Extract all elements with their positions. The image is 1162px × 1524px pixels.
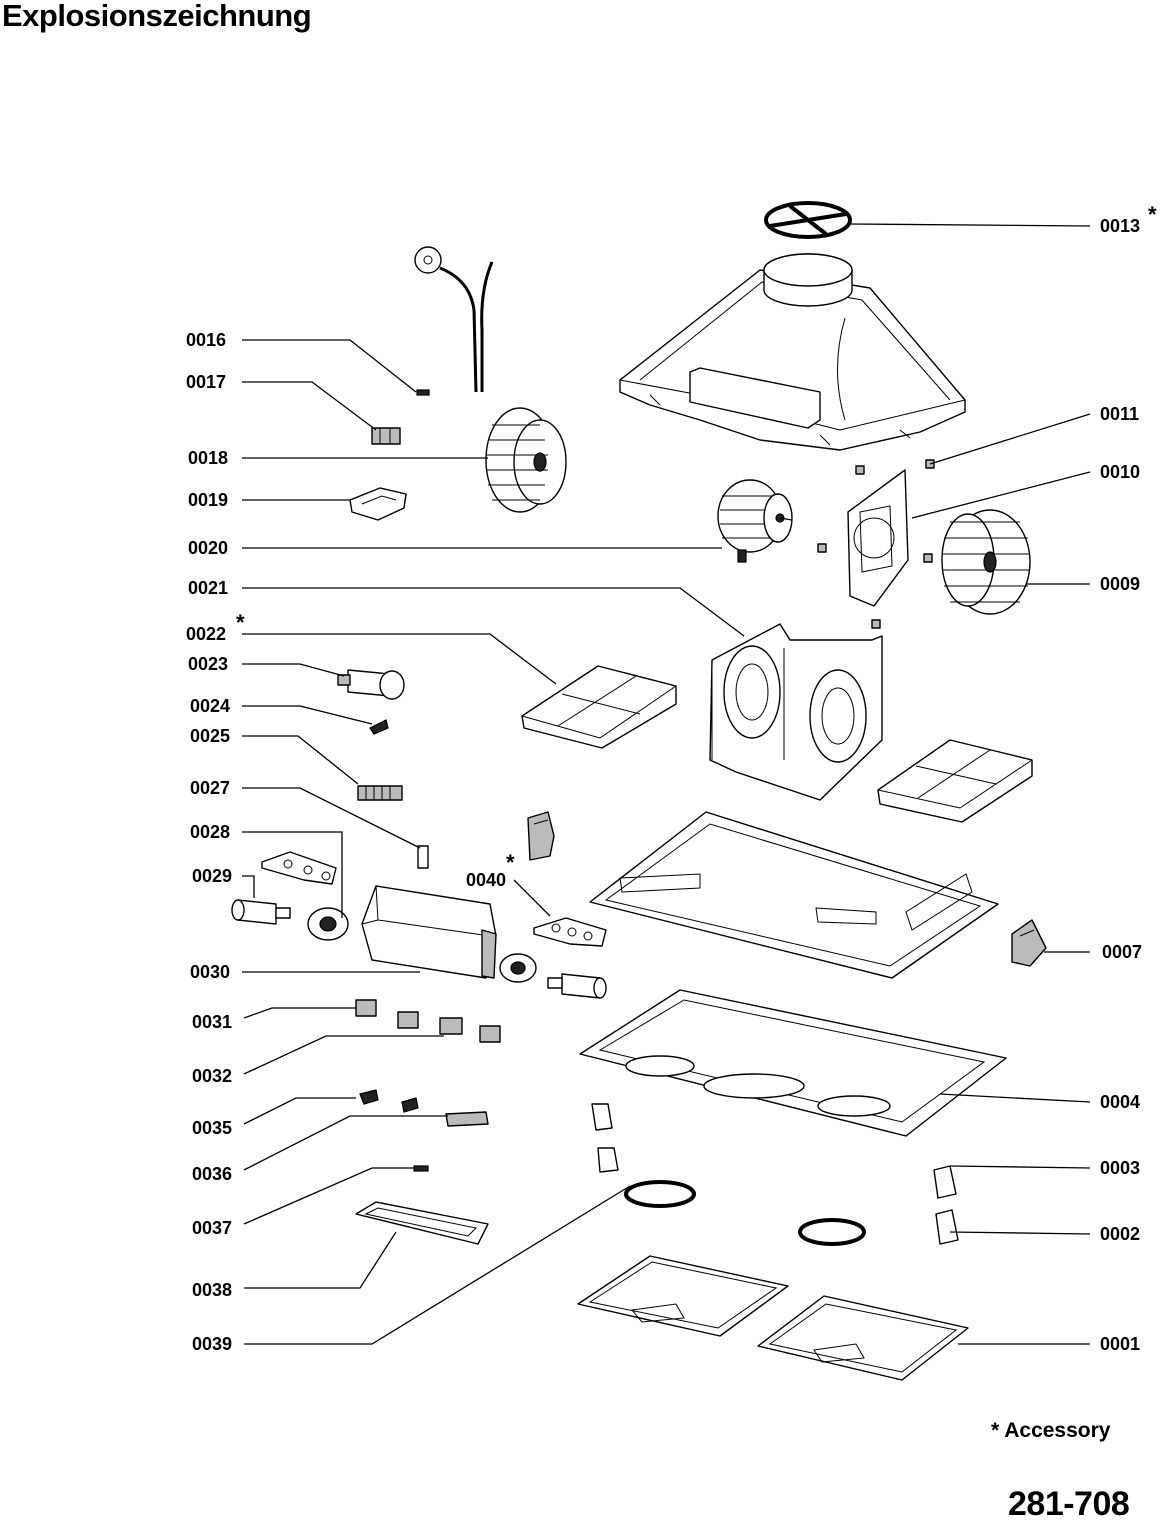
part-labels: 0013 * 0011 0010 0009 0007 0004 0003 000… xyxy=(186,202,1157,1354)
label-0028: 0028 xyxy=(190,822,230,842)
part-connector-block xyxy=(371,427,401,445)
label-0036: 0036 xyxy=(192,1164,232,1184)
part-lower-frame xyxy=(579,989,1007,1137)
label-0037: 0037 xyxy=(192,1218,232,1238)
label-0025: 0025 xyxy=(190,726,230,746)
label-0003: 0003 xyxy=(1100,1158,1140,1178)
part-power-cord xyxy=(414,246,494,393)
drawing-number: 281-708 xyxy=(1008,1485,1130,1523)
label-0009: 0009 xyxy=(1100,574,1140,594)
label-0023: 0023 xyxy=(188,654,228,674)
part-guide-brackets xyxy=(591,1103,959,1245)
part-switch-bracket xyxy=(527,811,555,861)
part-carbon-filter-accessory xyxy=(521,665,677,749)
label-0001: 0001 xyxy=(1100,1334,1140,1354)
accessory-note: * Accessory xyxy=(991,1419,1111,1442)
leader-lines xyxy=(242,223,1091,1345)
label-0038: 0038 xyxy=(192,1280,232,1300)
label-0022: 0022 xyxy=(186,624,226,644)
label-0004: 0004 xyxy=(1100,1092,1140,1112)
part-panel-frame xyxy=(589,811,999,979)
label-0018: 0018 xyxy=(188,448,228,468)
part-pin xyxy=(417,845,429,869)
label-0027: 0027 xyxy=(190,778,230,798)
label-0011: 0011 xyxy=(1100,404,1139,424)
part-clips xyxy=(359,1089,489,1172)
part-lamp-holder-left xyxy=(231,899,349,941)
part-switch-holder xyxy=(1011,919,1047,967)
part-control-box xyxy=(361,885,497,979)
part-switch-row xyxy=(355,999,501,1043)
part-carbon-filter-right xyxy=(877,739,1033,823)
part-terminal-block xyxy=(357,785,403,801)
accessory-mark-0022: * xyxy=(236,610,245,635)
label-0032: 0032 xyxy=(192,1066,232,1086)
label-0020: 0020 xyxy=(188,538,228,558)
label-0031: 0031 xyxy=(192,1012,232,1032)
label-0010: 0010 xyxy=(1100,462,1140,482)
label-0013: 0013 xyxy=(1100,216,1140,236)
part-grease-filters xyxy=(577,1255,969,1381)
part-blower-wheel-right xyxy=(941,509,1031,615)
accessory-mark-0040: * xyxy=(506,850,515,875)
label-0035: 0035 xyxy=(192,1118,232,1138)
part-lamp-holder-right xyxy=(499,953,607,999)
label-0007: 0007 xyxy=(1102,942,1142,962)
label-0016: 0016 xyxy=(186,330,226,350)
part-hood-body xyxy=(619,253,966,451)
label-0021: 0021 xyxy=(188,578,228,598)
part-bracket xyxy=(349,487,407,521)
part-motor-mounting-plate xyxy=(847,469,909,607)
label-0024: 0024 xyxy=(190,696,230,716)
part-motor xyxy=(717,479,793,563)
part-gasket-rings xyxy=(624,1180,866,1246)
label-0040: 0040 xyxy=(466,870,506,890)
part-lampholder-plate xyxy=(261,851,337,885)
label-0002: 0002 xyxy=(1100,1224,1140,1244)
part-grease-grid-ring xyxy=(764,201,852,239)
label-0019: 0019 xyxy=(188,490,228,510)
accessory-mark-0013: * xyxy=(1148,202,1157,227)
label-0030: 0030 xyxy=(190,962,230,982)
page-title: Explosionszeichnung xyxy=(2,0,312,33)
part-blower-housing xyxy=(709,623,883,801)
part-small-clip xyxy=(369,719,389,735)
part-lampholder-plate-accessory xyxy=(533,917,607,947)
part-cable-clip xyxy=(416,389,430,396)
label-0017: 0017 xyxy=(186,372,226,392)
label-0029: 0029 xyxy=(192,866,232,886)
part-light-cover xyxy=(355,1201,489,1245)
part-lamp xyxy=(337,669,405,700)
label-0039: 0039 xyxy=(192,1334,232,1354)
part-blower-wheel-left xyxy=(485,407,567,513)
